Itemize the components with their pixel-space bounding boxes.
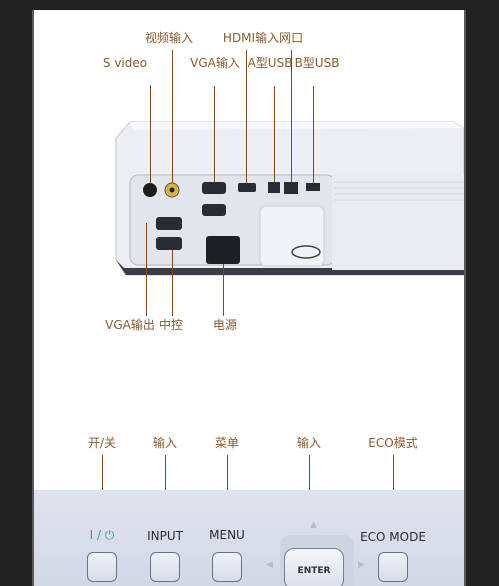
leader-lan [291, 50, 292, 182]
right-border [464, 10, 466, 586]
lan-port [284, 182, 298, 194]
label-svideo: S video [102, 56, 148, 70]
enter-button[interactable] [284, 548, 344, 586]
label-input: 输入 [152, 436, 178, 450]
leader-vga-out [146, 223, 147, 316]
leader-hdmi [246, 50, 247, 183]
eco-mode-text: ECO MODE [360, 530, 426, 544]
label-vga-out: VGA输出 [105, 318, 155, 332]
label-hdmi-lan: HDMI输入网口 [222, 31, 304, 45]
usb-a-port [268, 182, 280, 193]
menu-text: MENU [209, 528, 245, 542]
leader-control [172, 250, 173, 316]
label-vga-in: VGA输入 [190, 56, 240, 70]
label-usb-b: B型USB [294, 56, 340, 70]
label-video-in: 视频输入 [144, 31, 194, 45]
usb-b-port [306, 183, 320, 191]
input-button[interactable] [150, 552, 180, 582]
left-arrow-icon: ◀ [266, 560, 273, 570]
leader-video [172, 50, 173, 183]
vga-out-port [156, 217, 182, 230]
power-button[interactable] [87, 552, 117, 582]
power-symbol-text: I / ⏻ [89, 528, 115, 542]
projector-rear-illustration [115, 121, 464, 276]
input-text: INPUT [147, 529, 183, 543]
leader-usb-b [313, 86, 314, 183]
label-power-switch: 开/关 [87, 436, 117, 450]
vga-in-port-1 [202, 182, 226, 194]
vga-in-port-2 [202, 204, 226, 216]
svideo-port [143, 183, 157, 197]
power-inlet [206, 236, 240, 264]
leader-usb-a [274, 86, 275, 182]
label-eco-mode: ECO模式 [368, 436, 418, 450]
hdmi-port [238, 183, 256, 192]
leader-svideo [150, 85, 151, 183]
up-arrow-icon: ▲ [310, 520, 317, 530]
certification-badge-icon [291, 245, 321, 259]
control-port [156, 237, 182, 250]
control-panel: I / ⏻ INPUT MENU ECO MODE ENTER ▲ ◀ ▶ [34, 490, 464, 586]
eco-mode-button[interactable] [378, 552, 408, 582]
leader-power [223, 264, 224, 316]
label-usb-a: A型USB [247, 56, 293, 70]
product-diagram: S video 视频输入 VGA输入 HDMI输入网口 A型USB B型USB … [34, 10, 464, 586]
right-arrow-icon: ▶ [358, 560, 365, 570]
enter-text: ENTER [297, 566, 331, 576]
label-menu: 菜单 [214, 436, 240, 450]
leader-vga-in [214, 86, 215, 182]
label-power: 电源 [212, 318, 238, 332]
label-enter-input: 输入 [296, 436, 322, 450]
left-border [32, 10, 34, 586]
menu-button[interactable] [212, 552, 242, 582]
label-control: 中控 [158, 318, 184, 332]
